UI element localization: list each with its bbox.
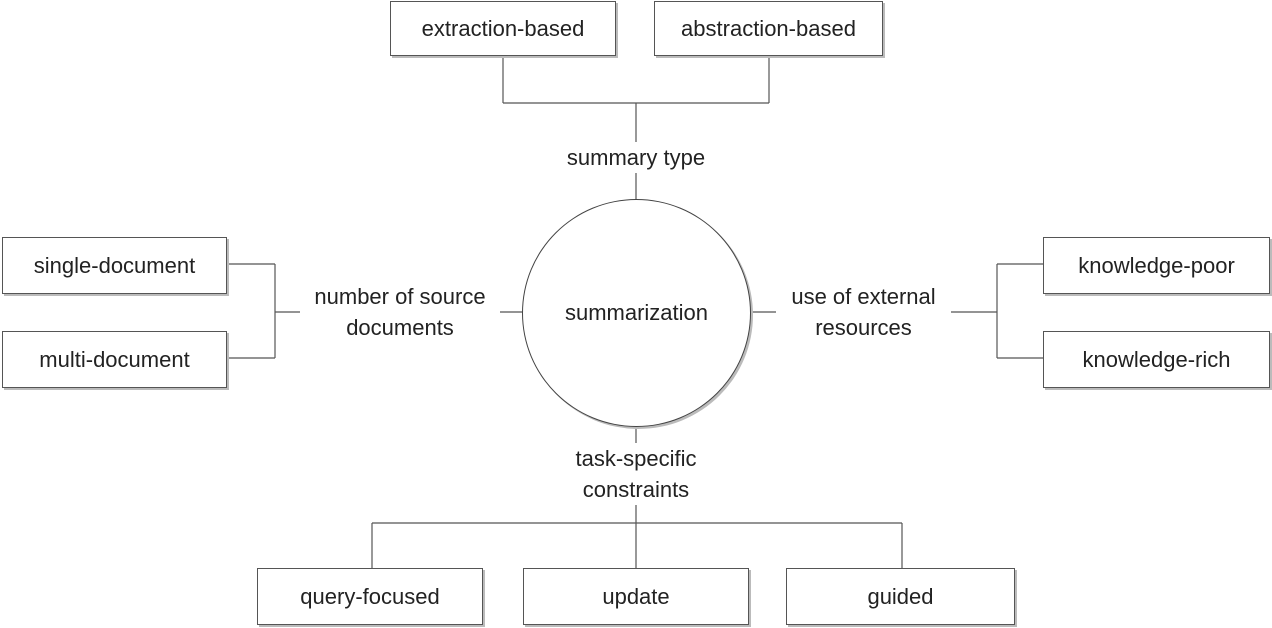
node-knowledge-rich: knowledge-rich xyxy=(1043,331,1270,388)
branch-label-summary-type: summary type xyxy=(546,142,726,173)
node-guided: guided xyxy=(786,568,1015,625)
node-query-focused: query-focused xyxy=(257,568,483,625)
node-label: knowledge-poor xyxy=(1078,252,1235,278)
node-label: single-document xyxy=(33,252,196,278)
node-label: guided xyxy=(867,583,934,609)
node-label: update xyxy=(602,583,670,609)
node-label: extraction-based xyxy=(421,15,585,41)
node-single-document: single-document xyxy=(2,237,227,294)
branch-label-number-of-source-documents: number of source documents xyxy=(300,281,500,343)
node-label: knowledge-rich xyxy=(1082,346,1231,372)
node-abstraction-based: abstraction-based xyxy=(654,1,883,56)
branch-label-use-of-external-resources: use of external resources xyxy=(776,281,951,343)
center-node-summarization: summarization xyxy=(522,199,751,427)
branch-label-task-specific-constraints: task-specific constraints xyxy=(546,443,726,505)
node-extraction-based: extraction-based xyxy=(390,1,616,56)
node-multi-document: multi-document xyxy=(2,331,227,388)
node-label: query-focused xyxy=(300,583,440,609)
center-label: summarization xyxy=(564,300,709,325)
node-label: multi-document xyxy=(39,346,190,372)
node-knowledge-poor: knowledge-poor xyxy=(1043,237,1270,294)
node-update: update xyxy=(523,568,749,625)
node-label: abstraction-based xyxy=(681,15,856,41)
